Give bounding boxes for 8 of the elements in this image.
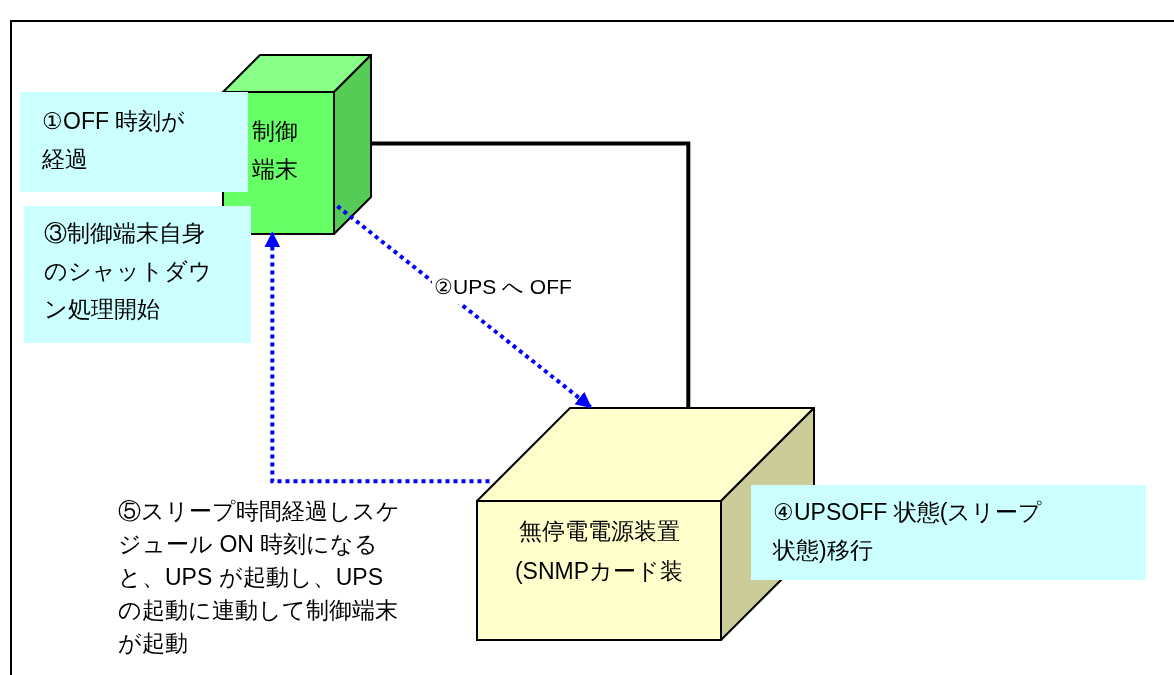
note-text: ⑤スリープ時間経過しスケジュール ON 時刻になると、UPS が起動し、UPS の起動に連動して制御端末が起動 — [118, 497, 401, 658]
callout-box: ①OFF 時刻が経過 — [20, 92, 248, 192]
box-label: 制御端末 — [251, 117, 299, 184]
callout-box: ③制御端末自身のシャットダウン処理開始 — [24, 206, 251, 343]
arrow — [336, 204, 592, 409]
arrow — [264, 231, 490, 484]
callout-box: ④UPSOFF 状態(スリープ状態)移行 — [751, 485, 1146, 580]
box-label: 無停電電源装置(SNMPカード装 — [513, 517, 685, 586]
